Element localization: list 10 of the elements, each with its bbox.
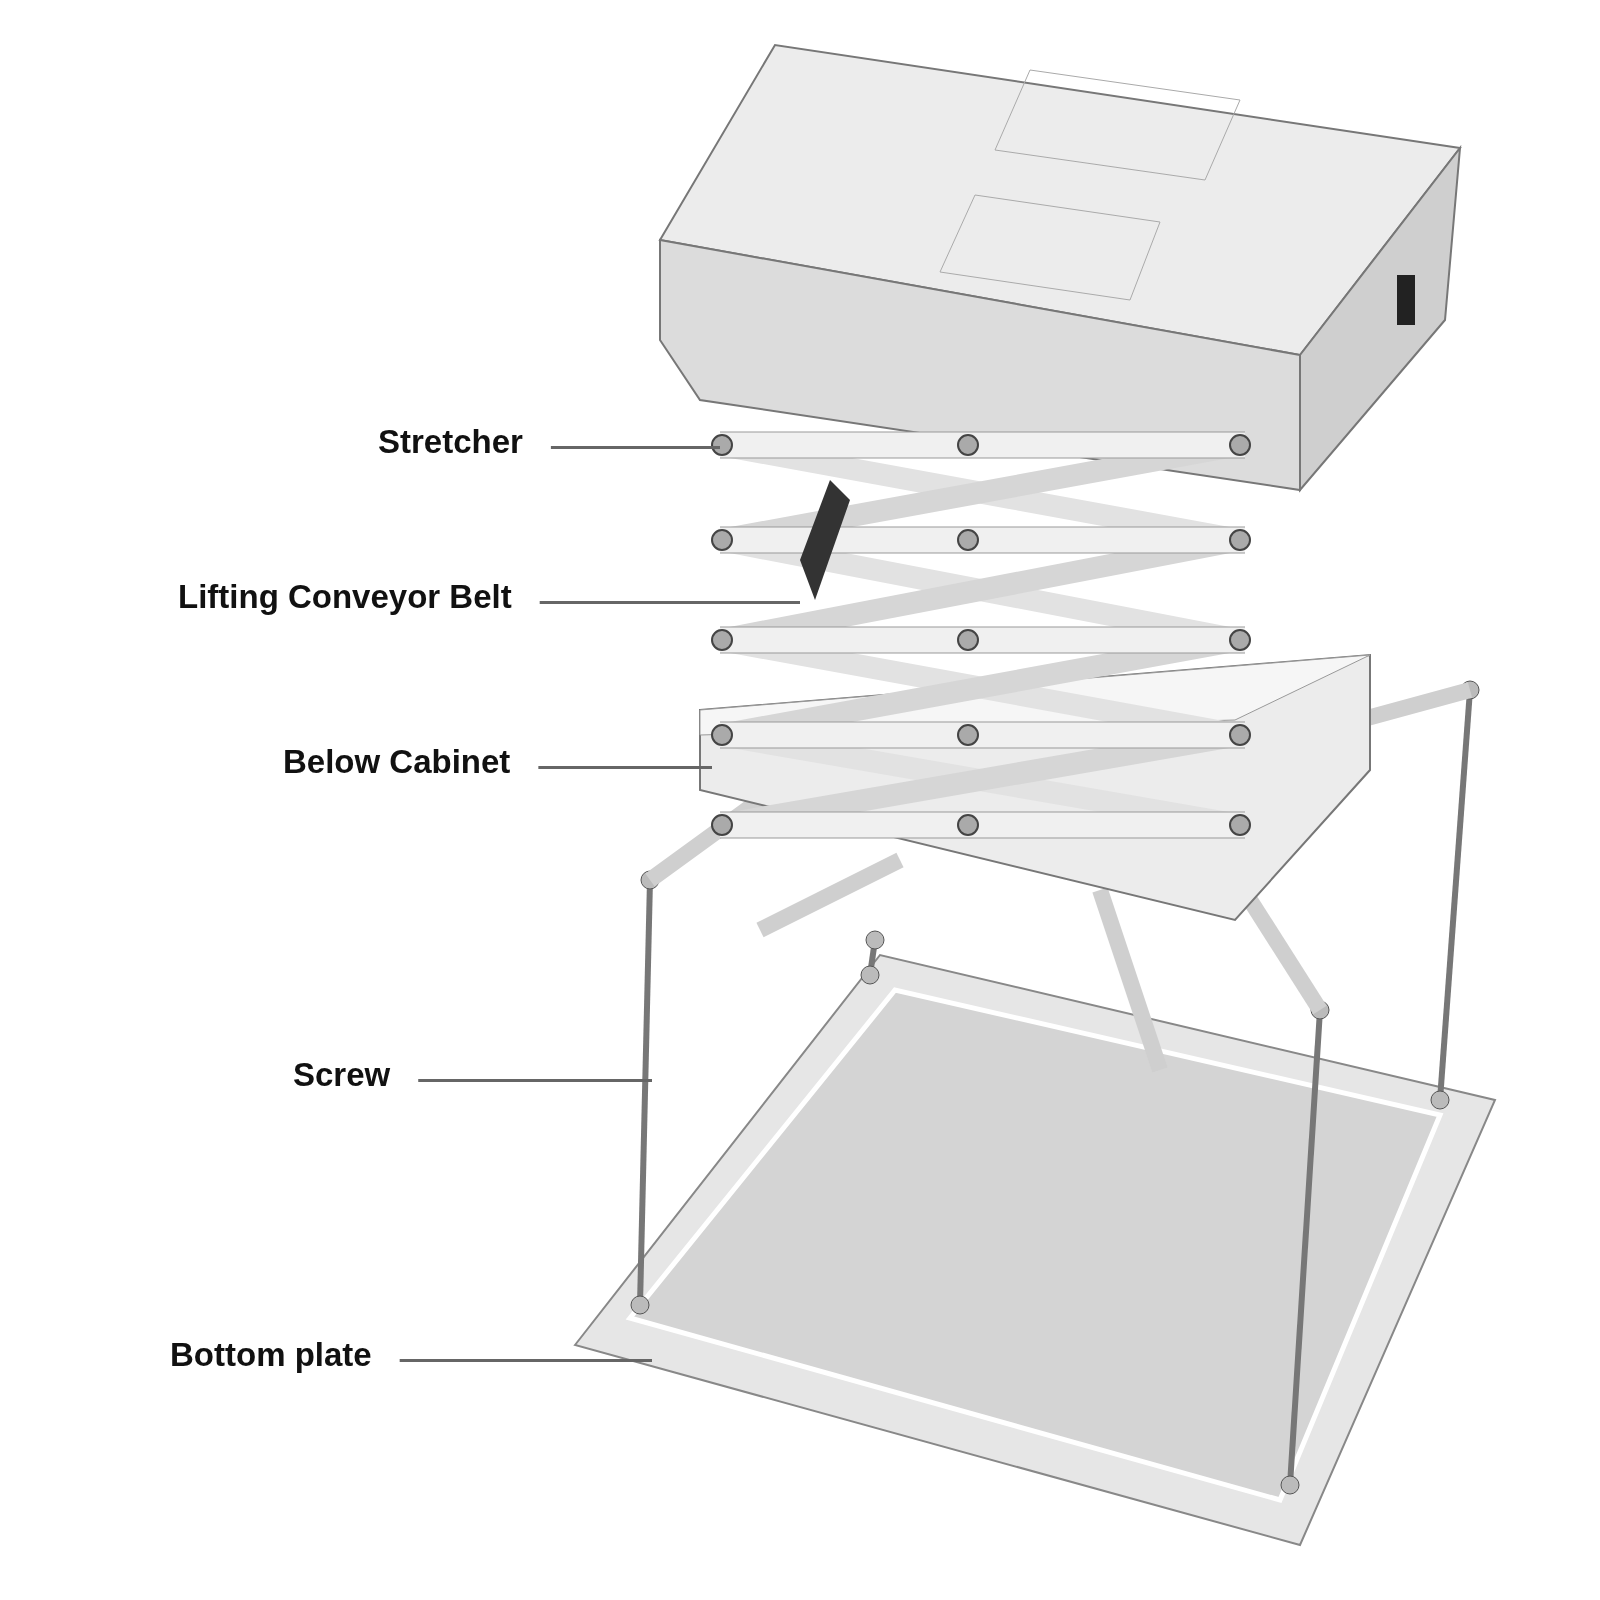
part-label: Stretcher xyxy=(378,425,523,458)
part-label: Screw xyxy=(293,1058,391,1091)
part-label: Below Cabinet xyxy=(283,745,511,778)
leader-line xyxy=(399,1359,652,1362)
part-label: Lifting Conveyor Belt xyxy=(178,580,512,613)
leader-line xyxy=(538,766,712,769)
leader-line xyxy=(418,1079,652,1082)
part-label: Bottom plate xyxy=(170,1338,372,1371)
leader-line xyxy=(550,446,720,449)
leader-line xyxy=(539,601,800,604)
